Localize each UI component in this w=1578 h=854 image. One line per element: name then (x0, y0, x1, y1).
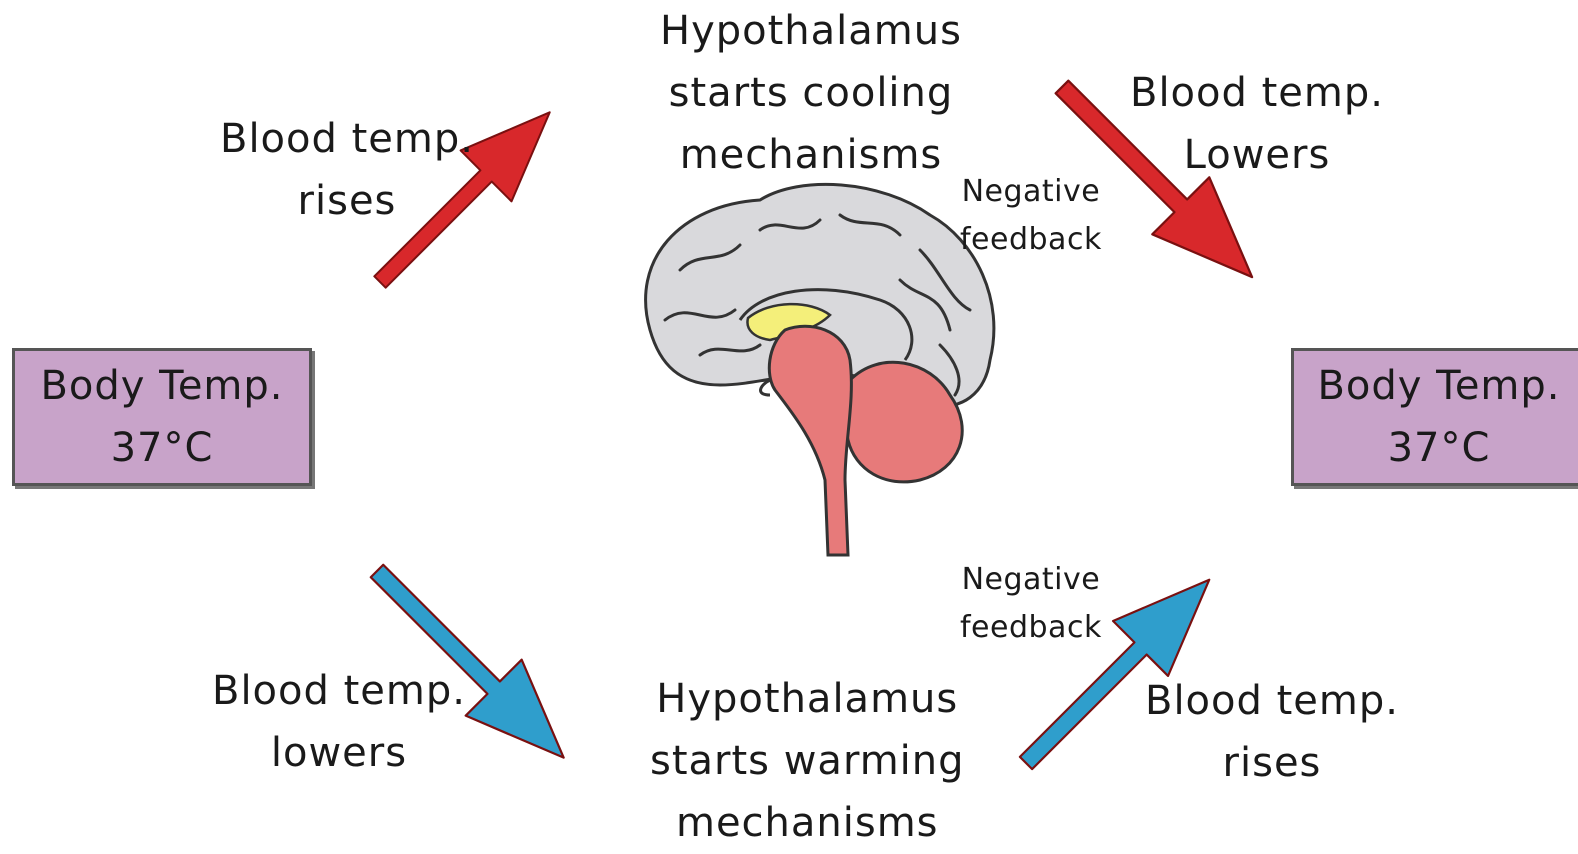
label-negative-feedback-top: Negative feedback (960, 168, 1102, 264)
label-blood-temp-rises-top: Blood temp. rises (220, 108, 474, 232)
label-hypothalamus-warming: Hypothalamus starts warming mechanisms (650, 668, 965, 854)
label-blood-temp-lowers-bottom: Blood temp. lowers (212, 660, 466, 784)
label-hypothalamus-cooling: Hypothalamus starts cooling mechanisms (660, 0, 962, 186)
label-blood-temp-lowers-top: Blood temp. Lowers (1130, 62, 1384, 186)
label-blood-temp-rises-bottom: Blood temp. rises (1145, 670, 1399, 794)
brain-icon (646, 184, 994, 555)
body-temp-box-right: Body Temp. 37°C (1291, 348, 1578, 486)
label-negative-feedback-bottom: Negative feedback (960, 556, 1102, 652)
body-temp-box-left: Body Temp. 37°C (12, 348, 312, 486)
